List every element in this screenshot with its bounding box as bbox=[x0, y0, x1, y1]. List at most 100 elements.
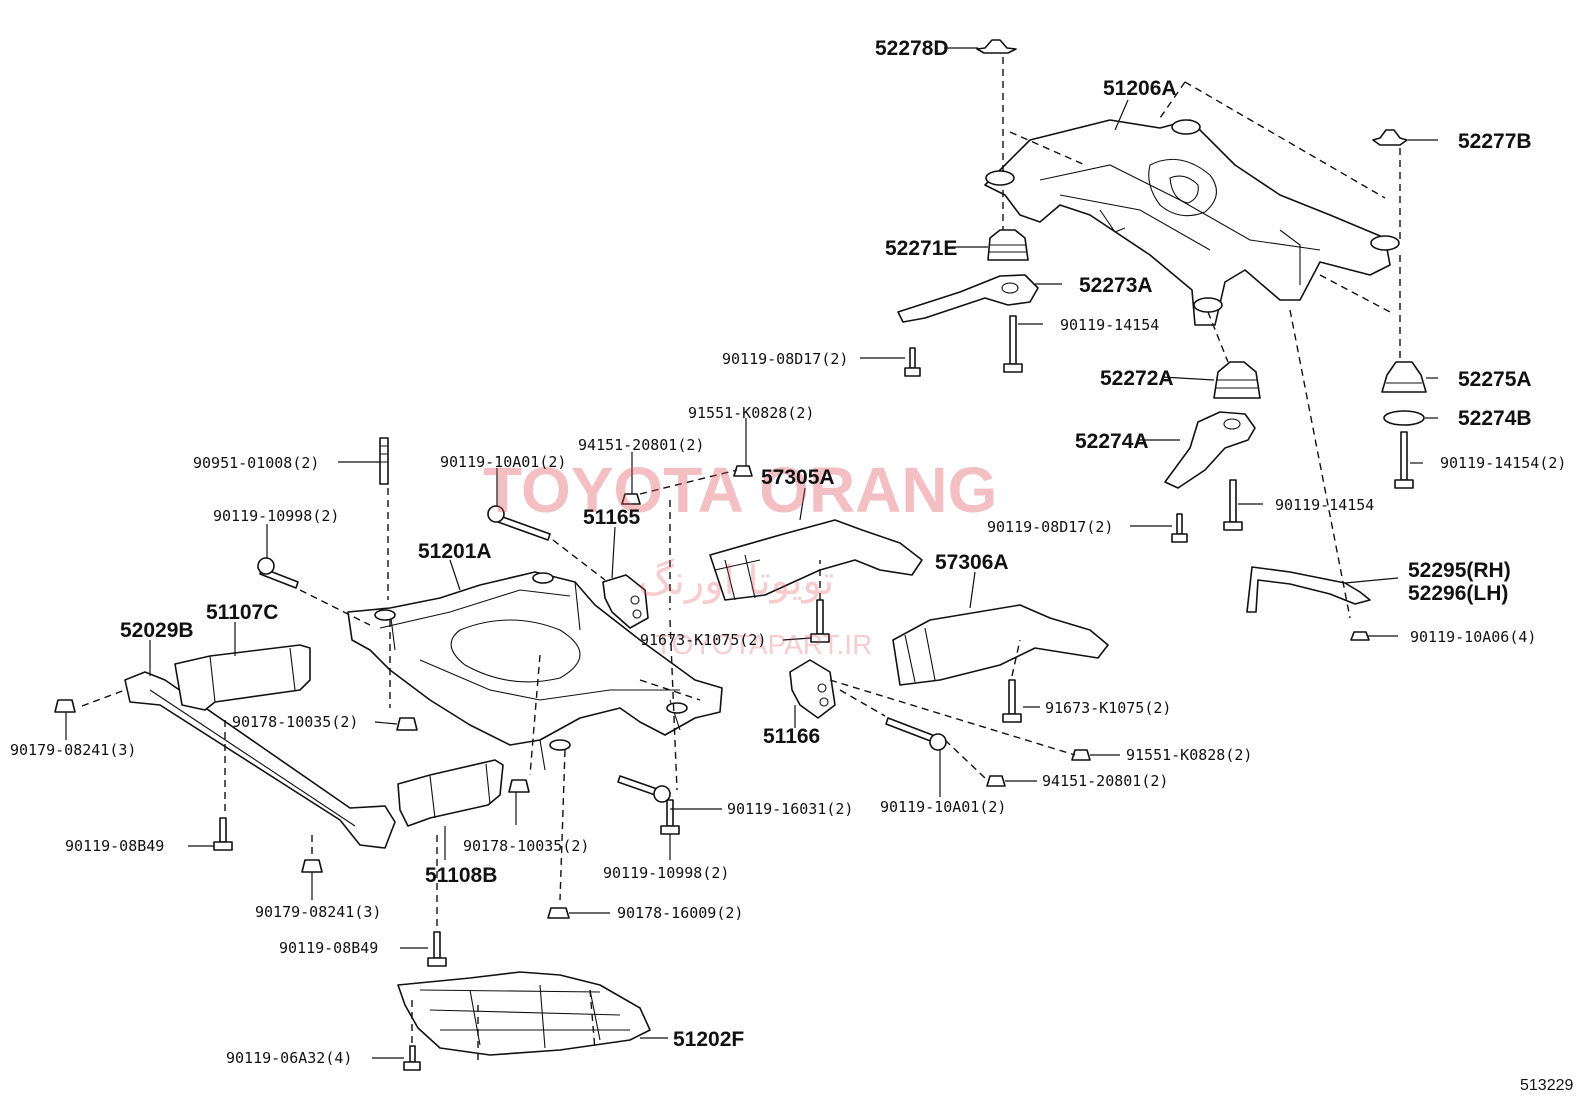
label-57306A: 57306A bbox=[935, 551, 1009, 574]
label-90179-08241-b: 90179-08241(3) bbox=[255, 903, 381, 921]
bolt-91673-K1075-b bbox=[1002, 679, 1022, 723]
label-52274A: 52274A bbox=[1075, 430, 1149, 453]
nut-90178-10035-b bbox=[508, 779, 530, 793]
nut-90178-16009 bbox=[547, 907, 570, 919]
brace-57305A bbox=[709, 519, 923, 601]
watermark-main: TOYOTA ORANG bbox=[483, 454, 997, 526]
label-94151-20801-a: 94151-20801(2) bbox=[578, 436, 704, 454]
bracket-52274A bbox=[1164, 411, 1256, 489]
label-51107C: 51107C bbox=[206, 601, 278, 624]
label-90951-01008: 90951-01008(2) bbox=[193, 454, 319, 472]
nut-90179-08241-b bbox=[301, 859, 323, 873]
nut-94151-20801-a bbox=[621, 493, 641, 505]
label-52273A: 52273A bbox=[1079, 274, 1153, 297]
nut-90179-08241-a bbox=[54, 699, 76, 713]
nut-94151-20801-b bbox=[986, 775, 1006, 787]
label-52272A: 52272A bbox=[1100, 367, 1174, 390]
absorber-51108B bbox=[397, 759, 504, 827]
label-90178-10035-b: 90178-10035(2) bbox=[463, 837, 589, 855]
label-90119-08D17-a: 90119-08D17(2) bbox=[722, 350, 848, 368]
bolt-90119-08D17-b bbox=[1171, 513, 1188, 543]
label-90119-08D17-b: 90119-08D17(2) bbox=[987, 518, 1113, 536]
stud-90951-01008 bbox=[379, 437, 389, 485]
label-57305A: 57305A bbox=[761, 466, 835, 489]
cover-51202F bbox=[397, 971, 651, 1056]
bolt-90119-08D17-a bbox=[904, 347, 921, 377]
assembly-lines bbox=[81, 57, 1401, 1060]
brace-57306A bbox=[892, 604, 1109, 686]
bolt-90119-10A01-b bbox=[885, 717, 947, 751]
bracket-52273A bbox=[897, 274, 1039, 323]
label-90119-10A01-b: 90119-10A01(2) bbox=[880, 798, 1006, 816]
label-90119-14154-b: 90119-14154 bbox=[1275, 496, 1374, 514]
reinforcement-52029B bbox=[124, 671, 396, 849]
bushing-52278D bbox=[976, 39, 1017, 54]
label-90119-08B49-a: 90119-08B49 bbox=[65, 837, 164, 855]
label-51202F: 51202F bbox=[673, 1028, 744, 1051]
label-52296: 52296(LH) bbox=[1408, 582, 1508, 605]
label-52271E: 52271E bbox=[885, 237, 957, 260]
washer-52274B bbox=[1383, 410, 1425, 426]
nut-90119-10A06 bbox=[1350, 631, 1370, 641]
bushing-52271E bbox=[987, 229, 1029, 261]
bushing-52272A bbox=[1213, 361, 1261, 399]
label-91551-K0828-b: 91551-K0828(2) bbox=[1126, 746, 1252, 764]
diagram-code: 513229 bbox=[1520, 1077, 1573, 1094]
nut-91551-K0828-b bbox=[1071, 749, 1091, 761]
label-52295: 52295(RH) bbox=[1408, 559, 1511, 582]
part-labels: 52278D 51206A 52277B 52271E 52273A 90119… bbox=[10, 37, 1573, 1094]
label-51206A: 51206A bbox=[1103, 77, 1177, 100]
label-90119-10A06: 90119-10A06(4) bbox=[1410, 628, 1536, 646]
label-52278D: 52278D bbox=[875, 37, 949, 60]
label-90119-14154-2: 90119-14154(2) bbox=[1440, 454, 1566, 472]
label-91673-K1075-b: 91673-K1075(2) bbox=[1045, 699, 1171, 717]
rear-subframe-51206A bbox=[984, 119, 1400, 326]
bolt-90119-14154-b bbox=[1223, 479, 1243, 531]
bolt-90119-08B49-a bbox=[213, 817, 233, 851]
label-90119-10A01-a: 90119-10A01(2) bbox=[440, 453, 566, 471]
nut-90178-10035-a bbox=[396, 717, 418, 731]
leader-lines bbox=[65, 47, 1438, 1059]
label-90119-10998-a: 90119-10998(2) bbox=[213, 507, 339, 525]
label-90119-10998-b: 90119-10998(2) bbox=[603, 864, 729, 882]
label-94151-20801-b: 94151-20801(2) bbox=[1042, 772, 1168, 790]
label-52029B: 52029B bbox=[120, 619, 194, 642]
nut-91551-K0828-a bbox=[733, 465, 753, 477]
label-90119-14154-a: 90119-14154 bbox=[1060, 316, 1159, 334]
label-52274B: 52274B bbox=[1458, 407, 1532, 430]
bolt-91673-K1075-a bbox=[810, 599, 830, 643]
absorber-51107C bbox=[174, 644, 311, 711]
bolt-90119-10998-b bbox=[660, 799, 680, 835]
label-90119-08B49-b: 90119-08B49 bbox=[279, 939, 378, 957]
bolt-90119-14154-a bbox=[1003, 315, 1023, 373]
label-91551-K0828-a: 91551-K0828(2) bbox=[688, 404, 814, 422]
label-90119-06A32: 90119-06A32(4) bbox=[226, 1049, 352, 1067]
label-90178-10035-a: 90178-10035(2) bbox=[232, 713, 358, 731]
label-52275A: 52275A bbox=[1458, 368, 1532, 391]
watermark-url: TOYOTAPART.IR bbox=[655, 629, 872, 660]
bracket-51165 bbox=[602, 574, 649, 629]
bushing-52277B bbox=[1372, 129, 1408, 146]
bushing-52275A bbox=[1381, 361, 1427, 393]
bracket-52295-52296 bbox=[1246, 566, 1371, 613]
label-91673-K1075-a: 91673-K1075(2) bbox=[640, 631, 766, 649]
bolt-90119-08B49-b bbox=[427, 931, 447, 967]
label-90178-16009: 90178-16009(2) bbox=[617, 904, 743, 922]
label-51201A: 51201A bbox=[418, 540, 492, 563]
bolt-90119-16031 bbox=[617, 775, 671, 803]
front-crossmember-51201A bbox=[347, 571, 723, 771]
label-51166: 51166 bbox=[763, 725, 820, 748]
bolt-90119-10A01-a bbox=[487, 505, 551, 541]
label-90119-16031: 90119-16031(2) bbox=[727, 800, 853, 818]
watermark-persian: تویوتا اورنگ bbox=[638, 558, 834, 604]
bolt-90119-06A32 bbox=[403, 1045, 421, 1071]
bracket-51166 bbox=[789, 659, 836, 719]
label-90179-08241-a: 90179-08241(3) bbox=[10, 741, 136, 759]
watermark: TOYOTA ORANG تویوتا اورنگ TOYOTAPART.IR bbox=[483, 454, 997, 660]
label-51165: 51165 bbox=[583, 506, 641, 529]
bolt-90119-14154-2 bbox=[1394, 431, 1414, 489]
bolt-90119-10998-a bbox=[257, 557, 299, 589]
label-51108B: 51108B bbox=[425, 864, 497, 887]
